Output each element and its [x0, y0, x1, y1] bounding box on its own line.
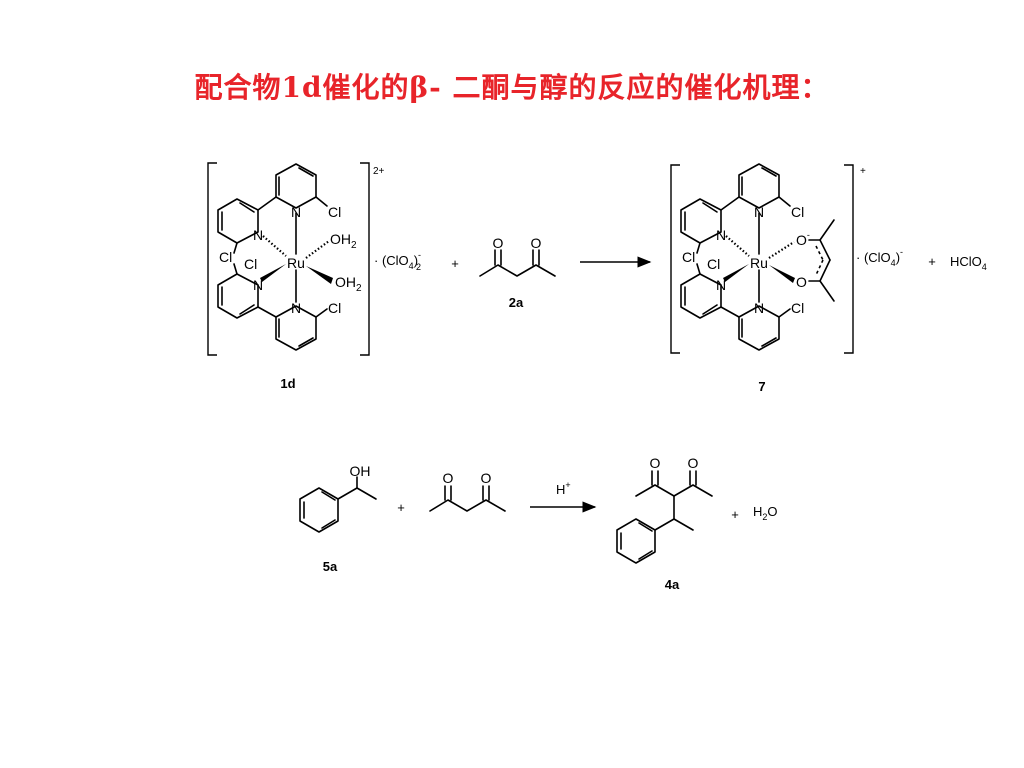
chloro-substituent: Cl: [328, 300, 341, 316]
aqua-ligand: OH2: [335, 274, 362, 294]
ru-bonds: [723, 212, 795, 303]
o-atom: O: [531, 235, 542, 251]
n-atom: N: [253, 277, 263, 293]
plus-sign: +: [731, 507, 739, 522]
o-atom: O: [481, 470, 492, 486]
acid-catalyst: H+: [556, 480, 571, 497]
compound-label-4a: 4a: [665, 577, 680, 592]
n-atom: N: [253, 227, 263, 243]
ru-bonds: [260, 212, 333, 303]
o-atom: O: [443, 470, 454, 486]
bipyridine-upper: [217, 163, 328, 254]
aqua-ligand: OH2: [330, 231, 357, 251]
o-atom: O: [650, 455, 661, 471]
water-byproduct: H2O: [753, 504, 778, 522]
counterion-perchlorate: · (ClO4)-2: [374, 250, 421, 272]
left-bracket: [670, 164, 680, 354]
chloro-substituent: Cl: [682, 249, 695, 265]
ru-atom: Ru: [750, 255, 768, 271]
chloro-substituent: Cl: [707, 256, 720, 272]
alcohol-5a: OH 5a: [299, 463, 377, 574]
byproduct-perchloric-acid: HClO4: [950, 254, 987, 272]
n-atom: N: [291, 204, 301, 220]
n-atom: N: [716, 277, 726, 293]
hydroxyl-group: OH: [350, 463, 371, 479]
right-bracket: [360, 162, 370, 356]
chloro-substituent: Cl: [328, 204, 341, 220]
complex-7: +: [670, 163, 903, 394]
bipyridine-upper: [680, 163, 791, 254]
chloro-substituent: Cl: [244, 256, 257, 272]
plus-sign: +: [397, 500, 405, 515]
bipyridine-lower: [680, 263, 791, 351]
compound-label-2a: 2a: [509, 295, 524, 310]
counterion-perchlorate: · (ClO4)-: [856, 247, 903, 268]
compound-label-7: 7: [758, 379, 765, 394]
complex-1d: 2+: [207, 162, 421, 391]
n-atom: N: [754, 300, 764, 316]
plus-sign: +: [451, 256, 459, 271]
diketone-acetylacetone: O O: [429, 470, 506, 512]
n-atom: N: [291, 300, 301, 316]
product-4a: O O 4a: [616, 455, 713, 592]
complex-charge: 2+: [373, 166, 385, 177]
page-title: 配合物1d催化的β- 二酮与醇的反应的催化机理：: [194, 71, 830, 104]
compound-label-1d: 1d: [280, 376, 295, 391]
compound-label-5a: 5a: [323, 559, 338, 574]
chloro-substituent: Cl: [219, 249, 232, 265]
ru-atom: Ru: [287, 255, 305, 271]
o-atom: O: [688, 455, 699, 471]
complex-charge: +: [860, 166, 866, 177]
left-bracket: [207, 162, 217, 356]
bipyridine-lower: [217, 263, 328, 351]
n-atom: N: [754, 204, 764, 220]
acac-oxygen: O-: [796, 230, 810, 248]
o-atom: O: [493, 235, 504, 251]
acac-oxygen: O: [796, 274, 807, 290]
diketone-2a: O O 2a: [479, 235, 556, 310]
acac-chelate: [808, 219, 835, 302]
chloro-substituent: Cl: [791, 300, 804, 316]
n-atom: N: [716, 227, 726, 243]
right-bracket: [844, 164, 854, 354]
plus-sign: +: [928, 254, 936, 269]
chloro-substituent: Cl: [791, 204, 804, 220]
